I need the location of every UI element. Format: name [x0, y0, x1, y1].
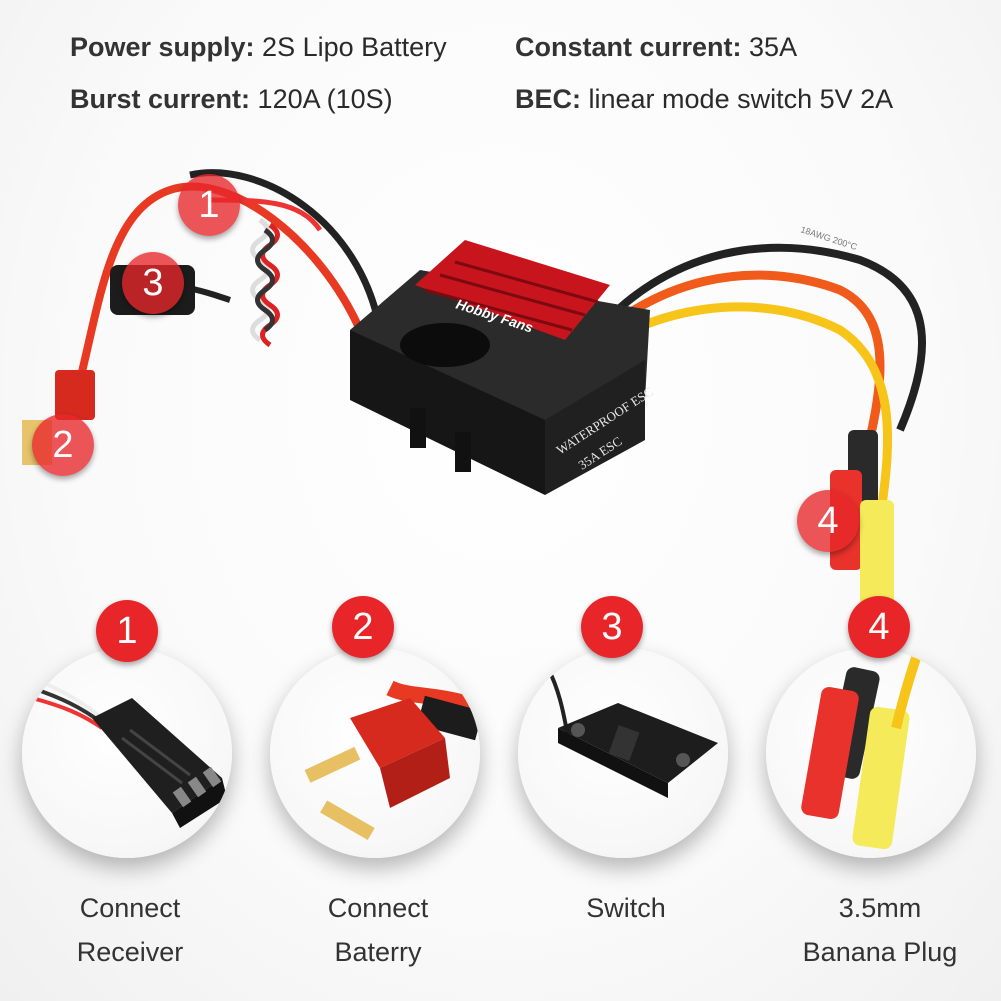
marker-1: 1: [178, 174, 240, 236]
marker-3: 3: [122, 252, 184, 314]
part-badge-2: 2: [332, 596, 394, 658]
caption-line: Banana Plug: [802, 937, 958, 967]
spec-value: 2S Lipo Battery: [262, 32, 447, 62]
marker-2: 2: [32, 414, 94, 476]
caption-line: Receiver: [76, 937, 184, 967]
caption-switch: Switch: [536, 886, 716, 930]
caption-line: Connect: [79, 893, 181, 923]
part-badge-1: 1: [96, 600, 158, 662]
caption-line: Baterry: [334, 937, 422, 967]
banana-plug-icon: [801, 656, 921, 850]
spec-constant-current: Constant current: 35A: [515, 32, 797, 63]
esc-case-front: [350, 330, 545, 495]
spec-burst-current: Burst current: 120A (10S): [70, 84, 393, 115]
switch-icon: [546, 667, 718, 798]
battery-black-wire: [189, 169, 384, 331]
plug-yellow: [860, 500, 894, 605]
motor-black-wire: [556, 243, 927, 432]
esc-product-image: Hobby Fans WATERPROOF ESC 35A ESC 18AWG …: [22, 169, 927, 605]
deans-plug: [55, 370, 95, 420]
caption-receiver: Connect Receiver: [40, 886, 220, 974]
caption-line: 3.5mm: [838, 893, 922, 923]
part-badge-3: 3: [581, 596, 643, 658]
spec-label: BEC:: [515, 84, 581, 114]
spec-label: Constant current:: [515, 32, 742, 62]
part-circle-battery: [270, 648, 480, 858]
spec-value: linear mode switch 5V 2A: [588, 84, 894, 114]
motor-orange-wire: [561, 270, 885, 482]
spec-power-supply: Power supply: 2S Lipo Battery: [70, 32, 447, 63]
servo-connector-icon: [31, 676, 227, 828]
spec-value: 35A: [749, 32, 798, 62]
t-plug-icon: [304, 680, 480, 841]
battery-red-wire: [76, 182, 364, 381]
caption-banana: 3.5mm Banana Plug: [780, 886, 980, 974]
part-circle-banana: [766, 648, 976, 858]
spec-label: Power supply:: [70, 32, 255, 62]
esc-case-side: [545, 360, 645, 495]
caption-battery: Connect Baterry: [288, 886, 468, 974]
spec-value: 120A (10S): [257, 84, 393, 114]
part-badge-4: 4: [848, 596, 910, 658]
servo-twisted-wire: [250, 217, 280, 348]
spec-bec: BEC: linear mode switch 5V 2A: [515, 84, 893, 115]
esc-fan-slot: [400, 323, 490, 367]
part-circle-switch: [518, 648, 728, 858]
marker-4: 4: [797, 490, 859, 552]
part-circle-receiver: [22, 648, 232, 858]
caption-line: Switch: [586, 893, 666, 923]
spec-label: Burst current:: [70, 84, 251, 114]
caption-line: Connect: [327, 893, 429, 923]
